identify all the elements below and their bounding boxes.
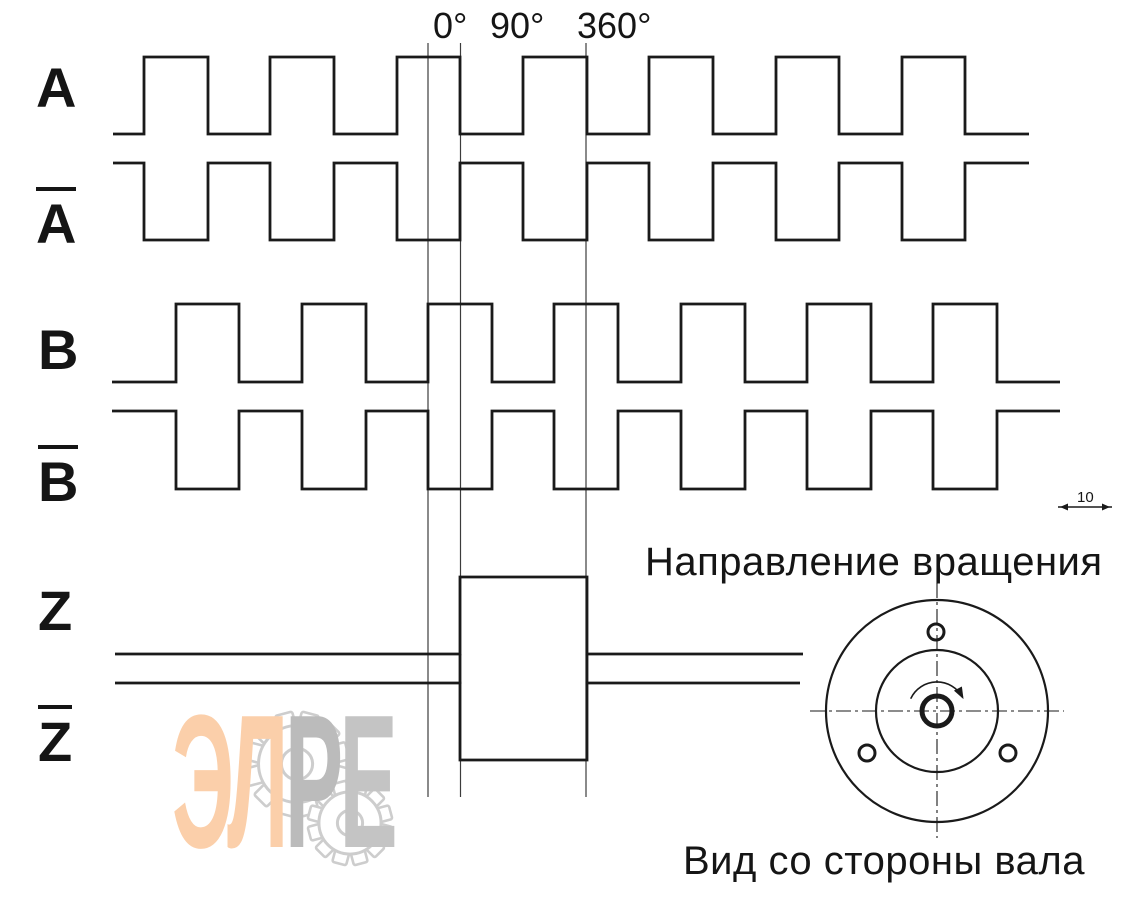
waveform-b bbox=[112, 302, 1060, 384]
flange-outer-circle bbox=[824, 598, 1050, 824]
signal-letter: Z bbox=[38, 705, 73, 770]
waveform-a-bar bbox=[113, 161, 1029, 242]
waveform-z bbox=[115, 575, 803, 656]
dimension-arrow-left bbox=[1060, 503, 1068, 511]
waveform-z-bar bbox=[115, 681, 800, 762]
signal-label-b: B bbox=[38, 322, 78, 378]
watermark-letter: Р bbox=[284, 676, 343, 888]
waveform-a bbox=[113, 55, 1029, 136]
signal-letter: B bbox=[38, 318, 79, 381]
signal-letter: A bbox=[36, 187, 77, 252]
watermark-text: ЭЛРЕ bbox=[172, 687, 398, 877]
bolt-hole-1 bbox=[926, 622, 946, 642]
signal-letter: A bbox=[36, 56, 77, 119]
bolt-hole-3 bbox=[998, 743, 1018, 763]
watermark-letter: Е bbox=[339, 676, 397, 888]
rotation-arrow-head bbox=[953, 686, 964, 700]
signal-label-z-inverted: Z bbox=[38, 705, 73, 770]
dimension-label: 10 bbox=[1077, 489, 1094, 506]
degree-label-90: 90° bbox=[490, 5, 545, 46]
flange-boss-circle bbox=[874, 648, 1000, 774]
watermark-letter: Э bbox=[172, 676, 231, 888]
degree-label-0: 0° bbox=[433, 5, 468, 46]
signal-label-b-inverted: B bbox=[38, 445, 79, 510]
signal-letter: Z bbox=[38, 579, 73, 642]
bolt-hole-2 bbox=[857, 743, 877, 763]
shaft-circle bbox=[919, 693, 955, 729]
gear-icon-2 bbox=[306, 779, 394, 867]
rotation-direction-title: Направление вращения bbox=[645, 540, 1103, 584]
watermark-letter: Л bbox=[227, 676, 288, 888]
dimension-arrow-right bbox=[1102, 503, 1110, 511]
signal-label-a-inverted: A bbox=[36, 187, 77, 252]
signal-label-z: Z bbox=[38, 583, 72, 639]
signal-label-a: A bbox=[36, 60, 76, 116]
waveform-b-bar bbox=[112, 409, 1060, 491]
shaft-view-caption: Вид со стороны вала bbox=[683, 839, 1085, 883]
degree-label-360: 360° bbox=[577, 5, 652, 46]
signal-letter: B bbox=[38, 445, 79, 510]
